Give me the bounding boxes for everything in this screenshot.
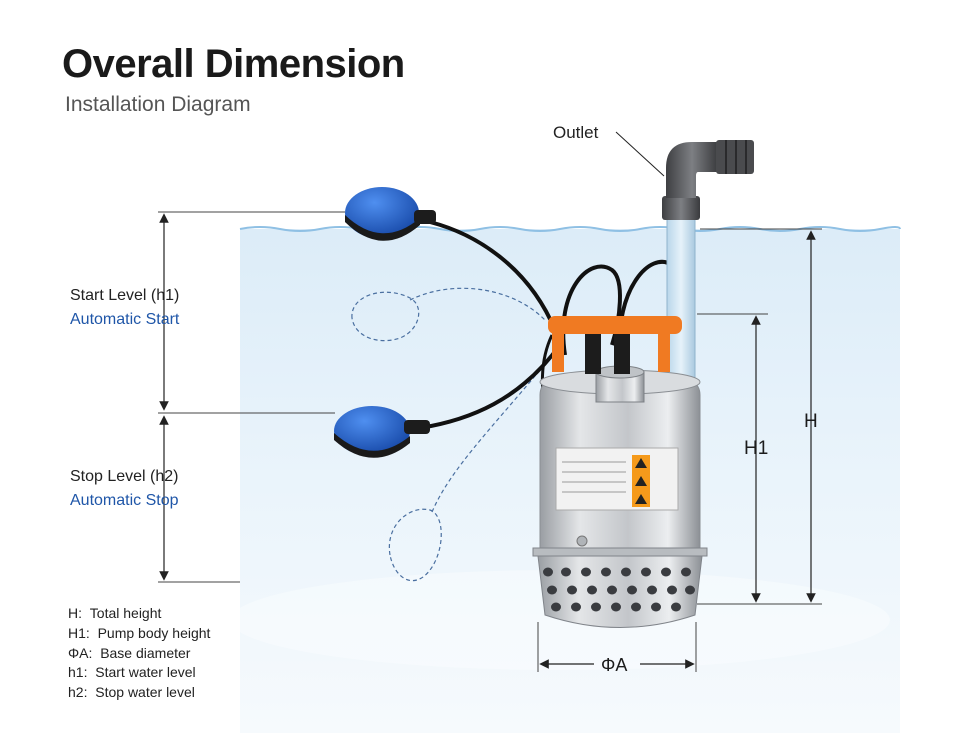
float-ghost-lower-cable — [431, 369, 541, 513]
pump-body — [532, 365, 708, 628]
float-ghost-lower — [388, 508, 442, 582]
strainer-hole — [611, 602, 621, 612]
strainer-hole — [547, 585, 557, 595]
stop-level-label: Stop Level (h2) — [70, 468, 179, 485]
outlet-elbow — [666, 140, 754, 198]
strainer-hole — [551, 602, 561, 612]
pump-handle — [548, 316, 682, 374]
strainer-hole — [647, 585, 657, 595]
base-diameter-label: ΦA — [601, 655, 628, 675]
page-subtitle: Installation Diagram — [65, 93, 251, 116]
float-ghost-upper — [351, 291, 420, 342]
outlet-label: Outlet — [553, 123, 599, 142]
strainer-holes — [543, 567, 695, 612]
float-ghost-upper-cable — [409, 287, 546, 321]
discharge-pipe — [666, 217, 696, 389]
strainer-hole — [543, 567, 553, 577]
automatic-start-label: Automatic Start — [70, 311, 180, 328]
pump-label-plate — [555, 447, 679, 511]
legend-row-stop: h2: Stop water level — [68, 684, 195, 701]
strainer-hole — [571, 602, 581, 612]
strainer-hole — [641, 567, 651, 577]
legend: H: Total height H1: Pump body height ΦA:… — [68, 604, 210, 703]
strainer-hole — [601, 567, 611, 577]
strainer-hole — [561, 567, 571, 577]
strainer-hole — [621, 567, 631, 577]
lower-float-switch — [334, 406, 430, 458]
legend-row-phia: ΦA: Base diameter — [68, 644, 191, 661]
legend-row-h: H: Total height — [68, 605, 162, 621]
strainer-hole — [661, 567, 671, 577]
page-title: Overall Dimension — [62, 42, 405, 86]
float-cable-lower — [419, 343, 562, 430]
strainer-hole — [591, 602, 601, 612]
outlet-leader-line — [615, 131, 665, 177]
strainer-hole — [581, 567, 591, 577]
float-cable-upper — [429, 220, 557, 331]
start-level-label: Start Level (h1) — [70, 287, 180, 304]
automatic-stop-label: Automatic Stop — [70, 492, 179, 509]
upper-float-switch — [345, 187, 436, 241]
legend-row-start: h1: Start water level — [68, 664, 196, 681]
strainer-hole — [667, 585, 677, 595]
strainer-hole — [567, 585, 577, 595]
legend-row-h1: H1: Pump body height — [68, 624, 211, 641]
pipe-coupling — [662, 196, 700, 220]
strainer-hole — [681, 567, 691, 577]
strainer-hole — [587, 585, 597, 595]
strainer-hole — [607, 585, 617, 595]
strainer-hole — [651, 602, 661, 612]
strainer-hole — [671, 602, 681, 612]
strainer-hole — [627, 585, 637, 595]
strainer-hole — [631, 602, 641, 612]
strainer-hole — [685, 585, 695, 595]
total-height-label: H — [804, 411, 818, 432]
pump-body-height-label: H1 — [744, 438, 769, 459]
